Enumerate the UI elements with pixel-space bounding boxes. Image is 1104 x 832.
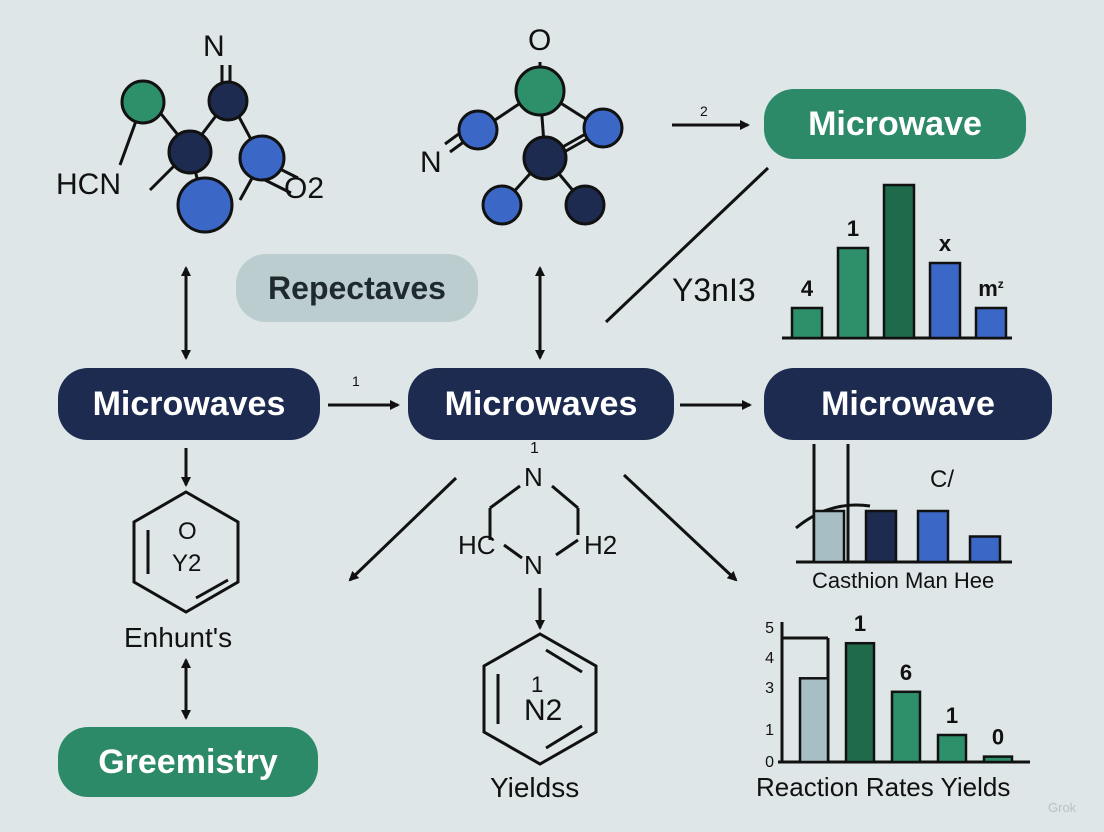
- atom-navy: [564, 184, 606, 226]
- chart-middle-annotation: C/: [930, 466, 954, 493]
- atom-navy: [207, 80, 249, 122]
- chart-bottom-bar: [844, 641, 876, 764]
- ring-center-n2: N2: [524, 694, 563, 727]
- ring-center-label: Yieldss: [490, 772, 580, 803]
- chart-middle: [812, 509, 1002, 564]
- atom-label-n: N: [203, 30, 225, 63]
- piperazine-index: 1: [530, 440, 539, 457]
- microwave-node-top[interactable]: Microwave: [764, 89, 1026, 159]
- chart-top-bar-label: 1: [847, 216, 859, 241]
- ring-center: [482, 632, 598, 766]
- chart-bottom-bar-label: 0: [992, 725, 1004, 750]
- chart-middle-bar: [968, 535, 1002, 564]
- atom-blue: [238, 134, 286, 182]
- microwave-node-right[interactable]: Microwave: [764, 368, 1052, 440]
- chart-top-bar-label: x: [939, 231, 952, 256]
- atom-label-hcn: HCN: [56, 168, 121, 201]
- ring-atom-y2: Y2: [172, 550, 202, 577]
- chart-middle-bar: [864, 509, 898, 564]
- arrow-label: 2: [700, 103, 708, 119]
- chart-bottom-bar-label: 1: [854, 611, 866, 636]
- microwaves-node-left[interactable]: Microwaves: [58, 368, 320, 440]
- molecule-top-atoms: [457, 65, 624, 226]
- chart-middle-bar: [916, 509, 950, 564]
- piperazine-n-bottom: N: [524, 550, 543, 580]
- chart-bottom-bar: [982, 755, 1014, 764]
- arrow-label: 1: [352, 373, 360, 389]
- microwaves-node-center[interactable]: Microwaves: [408, 368, 674, 440]
- chart-bottom-y-tick: 3: [765, 680, 774, 697]
- chart-bottom-bar-label: 6: [900, 660, 912, 685]
- chart-bottom-bar: [798, 677, 830, 764]
- chart-bottom: 1 6 1 0 5 4 3 1 0: [765, 611, 1014, 771]
- chart-top-bar-label: 4: [801, 276, 814, 301]
- piperazine-hc: HC: [458, 530, 496, 560]
- chart-top-bar: [928, 261, 962, 340]
- atom-blue: [582, 107, 624, 149]
- molecule-left-atoms: [120, 79, 286, 234]
- chart-bottom-y-tick: 4: [765, 650, 774, 667]
- chart-top-bar-label: mz: [978, 276, 1004, 301]
- atom-navy: [522, 135, 568, 181]
- ring-atom-o: O: [178, 518, 197, 545]
- ring-label-enhunts: Enhunt's: [124, 622, 233, 653]
- chart-top-bar: [836, 246, 870, 340]
- ring-left: [132, 490, 240, 614]
- chart-top-bar: [974, 306, 1008, 340]
- chart-bottom-y-tick: 1: [765, 722, 774, 739]
- chart-middle-bar: [812, 509, 846, 564]
- arrows: [181, 120, 770, 720]
- chart-top: 4 1 x mz: [790, 183, 1008, 340]
- piperazine-h2: H2: [584, 530, 618, 560]
- atom-blue: [481, 184, 523, 226]
- atom-green: [120, 79, 166, 125]
- chart-bottom-bar: [890, 690, 922, 764]
- atom-label-o2: O2: [284, 172, 325, 205]
- atom-label-n: N: [420, 146, 442, 179]
- piperazine-ring: [488, 484, 580, 560]
- atom-green: [514, 65, 566, 117]
- atom-navy: [167, 129, 213, 175]
- piperazine-n-top: N: [524, 462, 543, 492]
- chart-bottom-y-tick: 0: [765, 754, 774, 771]
- greemistry-node[interactable]: Greemistry: [58, 727, 318, 797]
- ring-center-index: 1: [531, 672, 544, 697]
- atom-blue: [457, 109, 499, 151]
- arrow-center-down-left: [348, 476, 458, 582]
- chart-bottom-bar: [936, 733, 968, 764]
- diagonal-line: [604, 166, 770, 324]
- chart-bottom-y-tick: 5: [765, 620, 774, 637]
- chart-top-bar: [790, 306, 824, 340]
- diagonal-label: Y3nI3: [672, 272, 756, 308]
- watermark: Grok: [1048, 800, 1077, 815]
- chart-bottom-bar-label: 1: [946, 703, 958, 728]
- arrow-center-down-right: [622, 473, 738, 582]
- chart-bottom-xlabel: Reaction Rates Yields: [756, 772, 1011, 802]
- atom-blue: [176, 176, 234, 234]
- chart-middle-xlabel: Casthion Man Hee: [812, 568, 995, 593]
- chart-top-bar: [882, 183, 916, 340]
- atom-label-o: O: [528, 24, 552, 57]
- repectaves-node[interactable]: Repectaves: [236, 254, 478, 322]
